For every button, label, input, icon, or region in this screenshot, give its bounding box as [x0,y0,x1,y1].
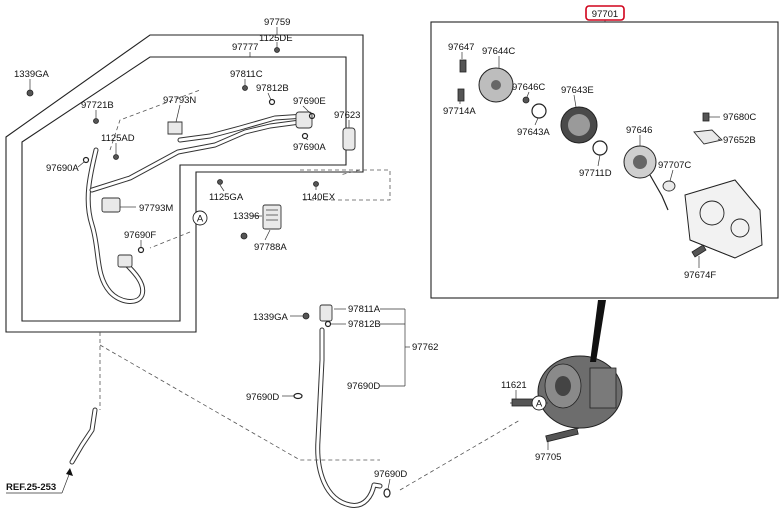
callout-97690d-right: 97690D [347,381,380,392]
callout-97811a: 97811A [348,304,381,315]
callout-97812b-mid: 97812B [348,319,381,330]
compressor-assembly [537,300,623,429]
oring-97812b-mid [324,320,332,328]
oring-97812b [268,98,276,106]
callout-11621: 11621 [501,380,527,391]
snap-ring-97711d [592,140,608,156]
nut-97646c [522,96,530,104]
oring-97690a-right [301,132,309,140]
bolt-97647 [459,59,467,73]
callout-97680c: 97680C [723,112,756,123]
ref-circle-a-2-label: A [536,399,543,410]
bolt-97721b [93,118,99,124]
pipe-fitting-97793m [101,197,121,213]
callout-97644c: 97644C [482,46,515,57]
callout-97690a-left: 97690A [46,163,79,174]
callout-97777: 97777 [232,42,258,53]
callout-1339ga-top: 1339GA [14,69,50,80]
callout-97721b: 97721B [81,100,114,111]
callout-97812b: 97812B [256,83,289,94]
bolt-1125ga [217,179,223,185]
oring-97690f [137,246,145,254]
callout-97646: 97646 [626,125,652,136]
callout-97762: 97762 [412,342,438,353]
ref-circle-a-1-label: A [197,214,204,225]
compressor-body [684,179,763,259]
part-97707c [662,180,676,192]
callout-97646c: 97646C [512,82,545,93]
callout-97690a-right: 97690A [293,142,326,153]
callout-97643a: 97643A [517,127,550,138]
callout-97793m: 97793M [139,203,173,214]
callout-97623: 97623 [334,110,360,121]
bolt-1339ga-top [26,89,34,97]
compressor-hose [315,327,383,508]
oring-97690d-bottom [383,488,391,498]
oring-97690d-left [293,392,303,400]
callout-97759: 97759 [264,17,290,28]
assembly-code-box [585,5,625,21]
pointer-arrow [590,300,606,362]
callout-97788a: 97788A [254,242,287,253]
callout-97690d-bottom: 97690D [374,469,407,480]
callout-97643e: 97643E [561,85,594,96]
ref-circle-a-2 [531,395,547,411]
ref-link[interactable]: REF.25-253 [6,482,56,493]
bolt-97680c [702,112,710,122]
hose-fitting [117,254,133,268]
callout-97711d: 97711D [579,168,612,179]
callout-1125ga: 1125GA [209,192,244,203]
callout-97652b: 97652B [723,135,756,146]
inner-frame [21,56,347,322]
bolt-97705 [545,427,579,443]
bracket-97793n [167,121,183,135]
callout-1125ad: 1125AD [101,133,135,144]
callout-97793n: 97793N [163,95,196,106]
pipe-joint [295,111,313,129]
callout-97705: 97705 [535,452,561,463]
key-97714a [457,88,465,102]
assembly-code: 97701 [592,9,618,20]
callout-97811c: 97811C [230,69,263,80]
callout-97714a: 97714A [443,106,476,117]
callout-97690e: 97690E [293,96,326,107]
callout-97674f: 97674F [684,270,716,281]
bolt-1339ga-mid [302,312,310,320]
callout-13396: 13396 [233,211,259,222]
bolt-13396 [240,232,248,240]
hose-end-fitting [319,304,333,322]
pressure-switch [262,204,282,230]
receiver-drier [342,127,356,151]
bolt-1140ex [313,181,319,187]
callout-1339ga-mid: 1339GA [253,312,289,323]
bracket-97652b [693,129,723,145]
callout-97707c: 97707C [658,160,691,171]
callout-1140ex: 1140EX [302,192,336,203]
callout-97690d-left: 97690D [246,392,279,403]
nut-97811c [242,85,248,91]
callout-97690f: 97690F [124,230,156,241]
bolt-1125de [274,47,280,53]
oring-97690e [308,112,316,120]
callout-1125de: 1125DE [259,33,293,44]
outer-frame [5,34,364,333]
callout-97647: 97647 [448,42,474,53]
oring-97690a-left [82,156,90,164]
ref-circle-a-1 [192,210,208,226]
snap-ring-97643a [531,103,547,119]
valve-97674f [691,244,707,258]
bolt-1125ad [113,154,119,160]
compressor-detail-frame [430,21,779,299]
